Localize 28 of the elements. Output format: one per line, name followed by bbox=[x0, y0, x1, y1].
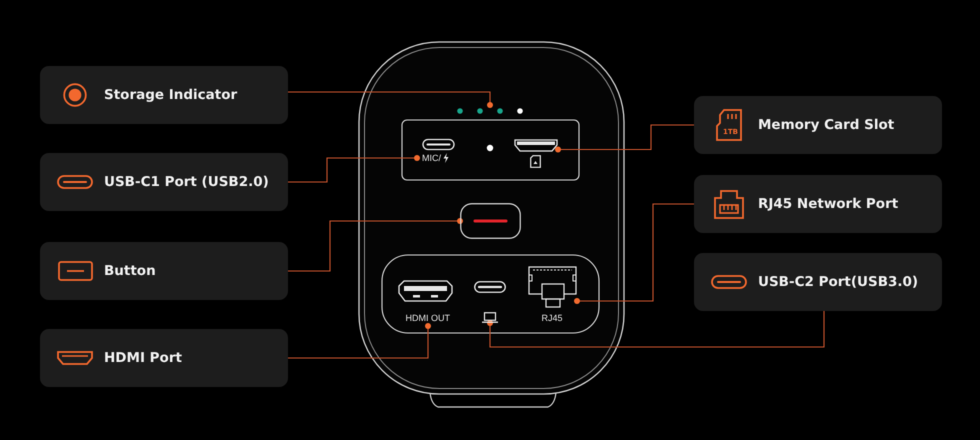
leader-line bbox=[288, 155, 420, 183]
leader-line bbox=[574, 203, 694, 304]
callout-text: HDMI Port bbox=[104, 350, 182, 366]
callout-text: USB-C1 Port (USB2.0) bbox=[104, 174, 269, 190]
card-slot bbox=[514, 139, 558, 152]
port-label: MIC/ bbox=[422, 153, 441, 163]
port-label: HDMI OUT bbox=[406, 313, 450, 326]
leader-line bbox=[288, 323, 431, 359]
ethernet-jack bbox=[528, 266, 577, 308]
callout-text: Memory Card Slot bbox=[758, 116, 894, 134]
leader-line bbox=[487, 311, 825, 348]
leader-line bbox=[288, 91, 493, 108]
callout-card bbox=[694, 96, 942, 154]
port-label: RJ45 bbox=[542, 313, 563, 325]
callout-card bbox=[40, 66, 288, 124]
callout-card bbox=[40, 153, 288, 211]
leader-line bbox=[288, 218, 463, 272]
callout-text: Button bbox=[104, 262, 156, 280]
callout-text: Storage Indicator bbox=[104, 86, 238, 104]
callout-card bbox=[694, 175, 942, 233]
callout-card bbox=[40, 242, 288, 300]
callout-card bbox=[40, 329, 288, 387]
usb-c-port-with-laptop-mark bbox=[474, 281, 506, 323]
device-button bbox=[460, 203, 521, 239]
callout-text: RJ45 Network Port bbox=[758, 196, 898, 212]
callout-card bbox=[694, 253, 942, 311]
leader-line bbox=[555, 124, 694, 152]
callout-text: USB-C2 Port(USB3.0) bbox=[758, 274, 918, 290]
